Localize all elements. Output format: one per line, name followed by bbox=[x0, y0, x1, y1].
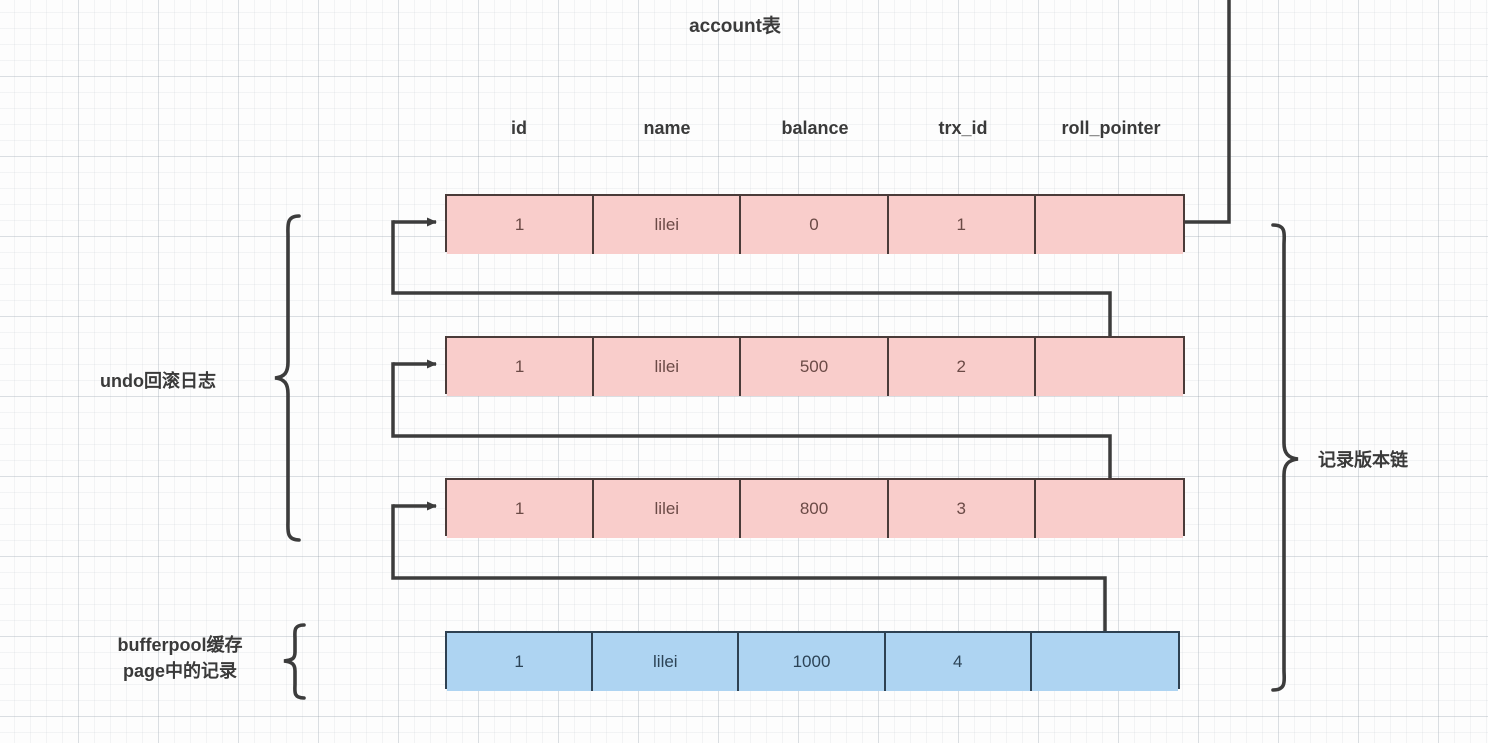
cell-balance: 500 bbox=[741, 338, 889, 396]
connector-head-pointer bbox=[1183, 0, 1231, 224]
cell-name: lilei bbox=[594, 480, 742, 538]
undo-brace bbox=[274, 214, 301, 542]
undo-group-label: undo回滚日志 bbox=[100, 371, 216, 391]
cell-balance: 1000 bbox=[739, 633, 886, 691]
bufferpool-brace bbox=[283, 623, 306, 700]
cell-trx-id: 3 bbox=[888, 480, 1036, 538]
version-chain-label: 记录版本链 bbox=[1318, 450, 1408, 470]
column-header-name: name bbox=[643, 118, 691, 138]
column-header-roll-pointer: roll_pointer bbox=[1061, 118, 1161, 138]
table-row: 1 lilei 0 1 bbox=[445, 194, 1185, 254]
cell-name: lilei bbox=[594, 338, 742, 396]
column-header-balance: balance bbox=[781, 118, 849, 138]
cell-trx-id: 4 bbox=[885, 633, 1032, 691]
table-row: 1 lilei 1000 4 bbox=[445, 631, 1180, 691]
cell-trx-id: 1 bbox=[888, 196, 1036, 254]
table-row: 1 lilei 800 3 bbox=[445, 478, 1185, 538]
column-header-id: id bbox=[511, 118, 527, 138]
cell-trx-id: 2 bbox=[888, 338, 1036, 396]
cell-id: 1 bbox=[447, 338, 595, 396]
cell-id: 1 bbox=[447, 480, 595, 538]
cell-balance: 0 bbox=[741, 196, 889, 254]
cell-id: 1 bbox=[447, 196, 595, 254]
column-header-row: id name balance trx_id roll_pointer bbox=[445, 118, 1185, 139]
bufferpool-group-label-line1: bufferpool缓存 bbox=[117, 635, 243, 655]
table-row: 1 lilei 500 2 bbox=[445, 336, 1185, 396]
cell-id: 1 bbox=[447, 633, 594, 691]
page-title: account表 bbox=[689, 16, 781, 37]
cell-roll-pointer bbox=[1031, 633, 1178, 691]
cell-name: lilei bbox=[593, 633, 740, 691]
column-header-trx-id: trx_id bbox=[938, 118, 988, 138]
cell-balance: 800 bbox=[741, 480, 889, 538]
version-chain-brace bbox=[1271, 223, 1299, 692]
cell-roll-pointer bbox=[1035, 480, 1183, 538]
bufferpool-group-label: bufferpool缓存 page中的记录 bbox=[85, 632, 275, 684]
cell-roll-pointer bbox=[1035, 196, 1183, 254]
cell-roll-pointer bbox=[1035, 338, 1183, 396]
bufferpool-group-label-line2: page中的记录 bbox=[122, 661, 237, 682]
cell-name: lilei bbox=[594, 196, 742, 254]
